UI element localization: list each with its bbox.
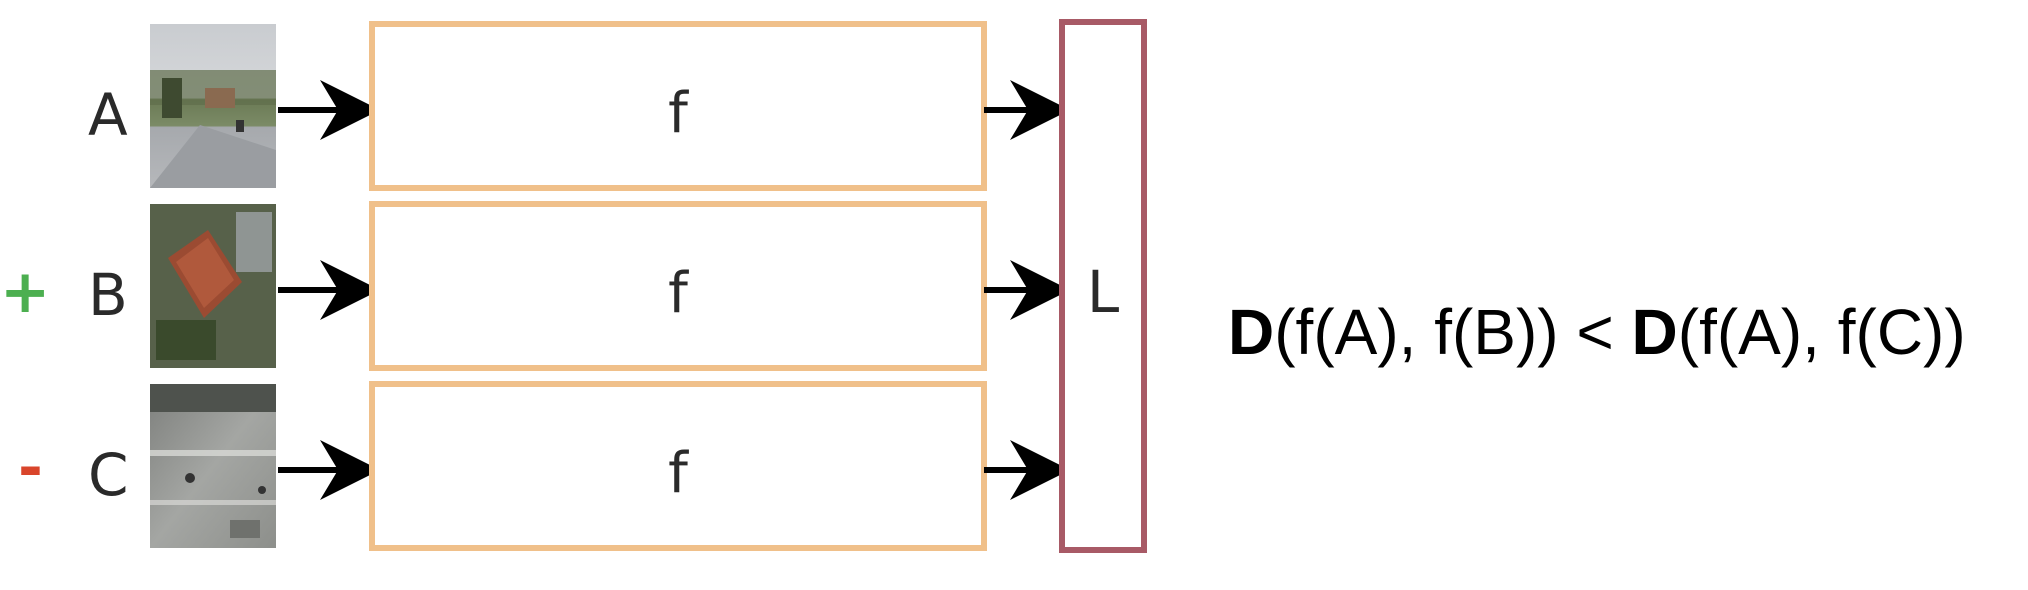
positive-sign: + xyxy=(0,257,50,327)
distance-args-1: (f(A), f(B)) xyxy=(1274,296,1559,368)
loss-label: L xyxy=(1087,258,1119,326)
network-label-a: f xyxy=(668,81,689,146)
network-box-c xyxy=(369,381,987,551)
row-c: - C f xyxy=(18,381,1070,551)
negative-sign: - xyxy=(18,433,43,503)
network-label-c: f xyxy=(668,441,689,506)
row-b: + B f xyxy=(0,201,1070,371)
network-box-a xyxy=(369,21,987,191)
loss-block: L xyxy=(1059,19,1147,553)
row-a: A f xyxy=(88,21,1070,191)
distance-symbol-2: D xyxy=(1631,296,1678,368)
thumbnail-c xyxy=(150,384,276,548)
network-label-b: f xyxy=(668,261,689,326)
thumbnail-b xyxy=(150,204,276,368)
input-label-a: A xyxy=(88,81,128,149)
less-than-operator: < xyxy=(1558,296,1632,368)
input-label-c: C xyxy=(88,441,129,509)
distance-inequality: D(f(A), f(B)) < D(f(A), f(C)) xyxy=(1228,300,1966,364)
distance-args-2: (f(A), f(C)) xyxy=(1677,296,1966,368)
input-label-b: B xyxy=(88,261,128,329)
distance-symbol-1: D xyxy=(1228,296,1275,368)
thumbnail-a xyxy=(150,24,276,188)
network-box-b xyxy=(369,201,987,371)
loss-box xyxy=(1059,19,1147,553)
